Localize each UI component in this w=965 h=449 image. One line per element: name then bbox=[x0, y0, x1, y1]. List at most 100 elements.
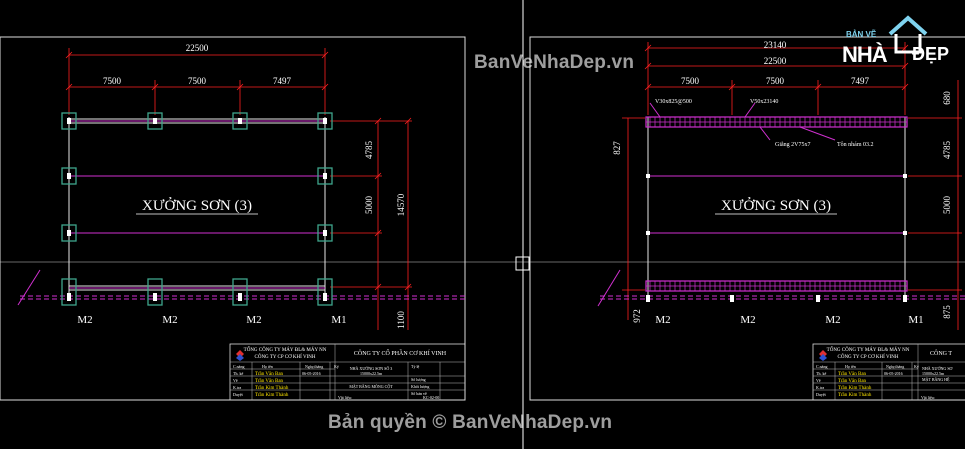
watermark-copyright: Bản quyền © BanVeNhaDep.vn bbox=[328, 412, 613, 433]
right-frame-lines bbox=[647, 117, 906, 298]
right-tb-r2-name: Trần Văn Ban bbox=[838, 379, 867, 384]
left-tb-r2-role: Vẽ bbox=[233, 378, 238, 383]
right-tb-r2-role: Vẽ bbox=[816, 378, 821, 383]
left-tb-drawing-name: NHÀ XƯỞNG SƠN SỐ 3 bbox=[350, 366, 392, 371]
left-tb-r4-role: Duyệt bbox=[233, 392, 244, 397]
right-column-cores bbox=[646, 174, 907, 302]
left-column-label-4: M1 bbox=[331, 314, 346, 326]
left-sheet[interactable]: 22500 7500 7500 7497 4785 5000 14570 110… bbox=[0, 36, 466, 401]
right-dim-overall: 23140 bbox=[764, 40, 787, 50]
left-tb-company: CÔNG TY CỔ PHẦN CƠ KHÍ VINH bbox=[354, 349, 447, 357]
right-column-label-2: M2 bbox=[740, 314, 755, 326]
right-tb-drawing-type: MẶT BẰNG HỆ bbox=[922, 376, 950, 382]
right-tb-r1-role: Th. kế bbox=[816, 371, 826, 376]
cursor-pickbox bbox=[515, 256, 530, 271]
left-dim-span-3: 7497 bbox=[273, 76, 292, 86]
logo-top-text: BẢN VẼ bbox=[846, 30, 877, 39]
left-tb-r1-date: 06-05-2016 bbox=[302, 371, 321, 376]
right-drawing-title: XƯỞNG SƠN (3) bbox=[721, 197, 831, 214]
left-dim-right-4: 1100 bbox=[396, 311, 406, 329]
right-dim-total: 22500 bbox=[764, 56, 787, 66]
left-frame-lines bbox=[68, 117, 326, 300]
left-sheet-border bbox=[0, 36, 466, 401]
right-tb-parent-2: CÔNG TY CP CƠ KHÍ VINH bbox=[838, 354, 899, 360]
right-tb-h4: Ký bbox=[914, 364, 919, 369]
right-dim-side-4: 875 bbox=[942, 305, 952, 319]
right-tb-material: Vật liệu: bbox=[921, 395, 935, 400]
right-tb-drawing-size: 15000x22.5m bbox=[922, 371, 945, 376]
left-dim-right-2: 5000 bbox=[364, 196, 374, 215]
right-dim-left-2: 972 bbox=[632, 309, 642, 323]
logo-side-text: ĐẸP bbox=[912, 44, 950, 64]
left-tb-field-4: Số bản vẽ bbox=[411, 391, 427, 396]
left-tb-r4-name: Trần Kim Thành bbox=[255, 393, 289, 398]
right-column-label-3: M2 bbox=[825, 314, 840, 326]
left-dim-span-2: 7500 bbox=[188, 76, 207, 86]
left-dim-span-1: 7500 bbox=[103, 76, 122, 86]
left-tb-code: KC-02-00 bbox=[423, 395, 439, 400]
left-tb-r1-name: Trần Văn Ban bbox=[255, 372, 284, 377]
left-tb-r2-name: Trần Văn Ban bbox=[255, 379, 284, 384]
logo-main-text: NHÀ bbox=[842, 42, 888, 67]
left-tb-h2: Họ tên bbox=[262, 364, 273, 369]
left-column-label-2: M2 bbox=[162, 314, 177, 326]
right-annotation-4: Tôn nhám 03.2 bbox=[837, 142, 874, 148]
right-sheet-border bbox=[529, 36, 965, 401]
left-title-block: TỔNG CÔNG TY MÁY ĐL& MÁY NN CÔNG TY CP C… bbox=[229, 343, 466, 401]
left-footings bbox=[61, 112, 333, 306]
right-annotation-3: Giằng 2V75x7 bbox=[775, 141, 811, 148]
left-dim-right-3: 14570 bbox=[396, 193, 406, 216]
right-tb-r1-date: 06-05-2016 bbox=[884, 371, 903, 376]
left-column-cores bbox=[67, 118, 327, 301]
left-column-label-1: M2 bbox=[77, 314, 92, 326]
right-tb-r3-name: Trần Kim Thành bbox=[838, 386, 872, 391]
left-tb-material: Vật liệu: bbox=[338, 395, 352, 400]
right-tb-h2: Họ tên bbox=[845, 364, 856, 369]
left-tb-field-2: Số lượng bbox=[411, 377, 426, 382]
left-dimensions-right bbox=[330, 117, 412, 330]
left-tb-h1: C.năng bbox=[233, 364, 244, 369]
left-column-label-3: M2 bbox=[246, 314, 261, 326]
right-tb-parent-1: TỔNG CÔNG TY MÁY ĐL& MÁY NN bbox=[827, 347, 910, 353]
left-dim-right-1: 4785 bbox=[364, 141, 374, 160]
right-tb-r4-role: Duyệt bbox=[816, 392, 827, 397]
left-tb-field-3: Khối lượng bbox=[411, 384, 429, 389]
right-dimensions-side bbox=[622, 80, 962, 330]
watermark-site: BanVeNhaDep.vn bbox=[474, 52, 635, 73]
right-tb-r4-name: Trần Kim Thành bbox=[838, 393, 872, 398]
left-tb-r1-role: Th. kế bbox=[233, 371, 243, 376]
left-drawing-title: XƯỞNG SƠN (3) bbox=[142, 197, 252, 214]
left-tb-drawing-size: 15000x22.5m bbox=[360, 371, 383, 376]
brand-logo[interactable]: BẢN VẼ NHÀ ĐẸP bbox=[842, 8, 960, 70]
left-tb-field-1: Tỷ lệ bbox=[411, 364, 420, 369]
right-sheet[interactable]: 23140 22500 7500 7500 7497 680 4785 5000… bbox=[529, 36, 965, 401]
right-annotation-2: V50x23140 bbox=[750, 99, 778, 105]
right-tb-r3-role: K.tra bbox=[816, 385, 824, 390]
left-tb-h3: Ngày,tháng bbox=[305, 364, 323, 370]
right-roof-band-top bbox=[645, 116, 908, 128]
left-tb-parent-1: TỔNG CÔNG TY MÁY ĐL& MÁY NN bbox=[244, 347, 327, 353]
left-purlin-lines bbox=[17, 120, 465, 306]
right-tb-h1: C.năng bbox=[816, 364, 827, 369]
right-tb-h3: Ngày,tháng bbox=[886, 364, 904, 370]
left-tb-drawing-type: MẶT BẰNG MÓNG CỘT bbox=[349, 383, 393, 389]
right-dim-side-1: 680 bbox=[942, 91, 952, 105]
right-dim-span-3: 7497 bbox=[851, 76, 870, 86]
right-annotation-1: V30x825@500 bbox=[655, 99, 692, 105]
right-title-block: TỔNG CÔNG TY MÁY ĐL& MÁY NN CÔNG TY CP C… bbox=[812, 343, 965, 401]
right-roof-band-bottom bbox=[645, 280, 908, 292]
left-tb-h4: Ký bbox=[334, 364, 339, 369]
house-roof-icon bbox=[888, 15, 928, 54]
left-tb-r3-role: K.tra bbox=[233, 385, 241, 390]
right-dim-span-1: 7500 bbox=[681, 76, 700, 86]
right-tb-company: CÔNG T bbox=[930, 349, 952, 357]
right-dim-side-2: 4785 bbox=[942, 141, 952, 160]
left-tb-parent-2: CÔNG TY CP CƠ KHÍ VINH bbox=[255, 354, 316, 360]
right-dim-side-3: 5000 bbox=[942, 196, 952, 215]
right-dim-left-1: 827 bbox=[612, 141, 622, 155]
right-column-label-4: M1 bbox=[908, 314, 923, 326]
right-dim-span-2: 7500 bbox=[766, 76, 785, 86]
right-tb-drawing-name: NHÀ XƯỞNG SƠ bbox=[922, 366, 954, 371]
